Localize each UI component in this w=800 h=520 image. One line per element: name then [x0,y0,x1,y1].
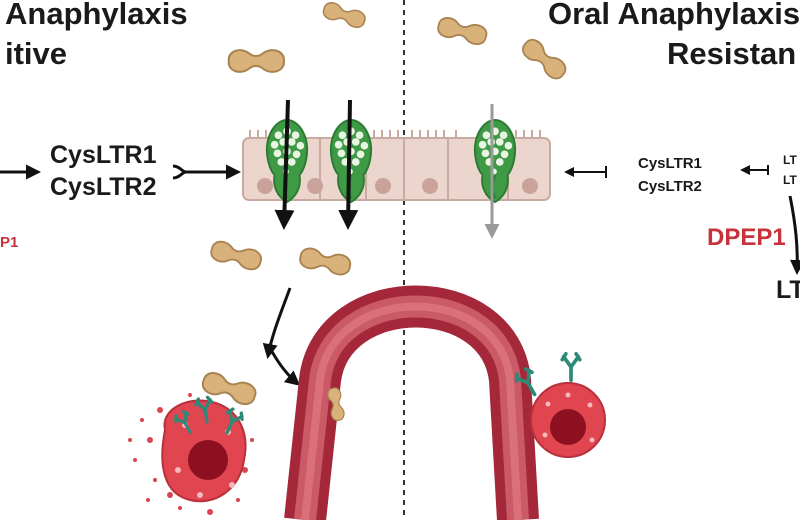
degranulating-mast-cell-icon [128,393,254,515]
branch-arrow-to-vessel [266,343,301,386]
peanut-icon [518,35,570,84]
right-lt-fragment-2: LT [783,173,797,187]
right-receptor-2: CysLTR2 [638,178,702,195]
intestinal-epithelium [242,130,551,201]
mast-cell-icon [530,382,606,458]
peanut-icon [227,49,285,73]
right-title-line2: Resistan [667,36,796,71]
blood-vessel [284,285,539,520]
branch-arrow-to-mast-cell [262,287,292,359]
receptor-binding-icon [172,164,187,180]
left-dpep1-fragment: P1 [0,234,18,251]
right-lt-fragment-1: LT [783,153,797,167]
peanut-icon [297,245,353,278]
dpep1-enzyme-label: DPEP1 [707,224,786,251]
peanut-icon [208,238,264,273]
right-receptor-1: CysLTR1 [638,155,702,172]
conversion-arrow [788,195,800,275]
left-receptor-2: CysLTR2 [50,173,157,201]
right-product-fragment: LT [776,276,800,304]
peanut-icon [320,0,368,31]
peanut-icon [435,15,490,48]
peanut-translocation-arrow [274,99,295,230]
left-title-line1: Anaphylaxis [5,0,188,31]
left-title-line2: itive [5,36,67,71]
right-title-line1: Oral Anaphylaxis [548,0,800,31]
antibody-icon [560,352,582,382]
peanut-translocation-arrow [338,99,359,230]
left-receptor-1: CysLTR1 [50,141,157,169]
